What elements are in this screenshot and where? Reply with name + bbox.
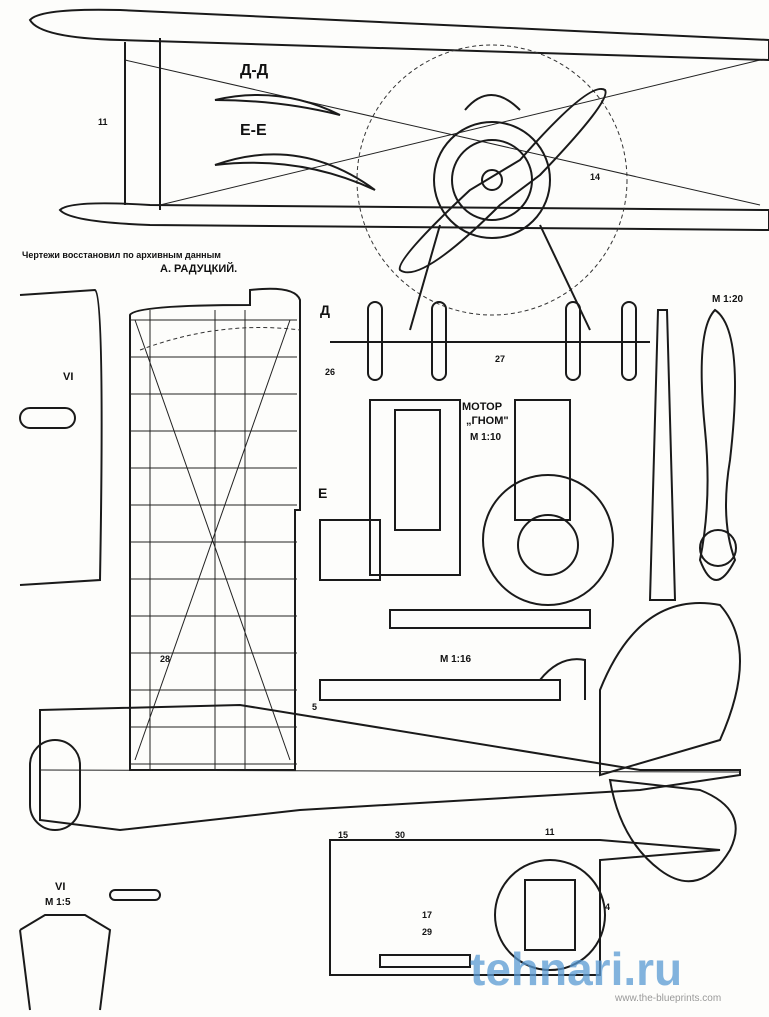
motor-scale-label: М 1:10 [470, 432, 502, 443]
section-d-marker: Д [320, 302, 330, 318]
part-26-label: 26 [325, 367, 335, 377]
part-28-label: 28 [160, 654, 170, 664]
vi-bottom-label: VI [55, 881, 65, 893]
propeller-views [648, 308, 737, 601]
caption-line-1: Чертежи восстановил по архивным данным [22, 250, 221, 260]
vi-top-label: VI [63, 371, 73, 383]
part-4-label: 4 [605, 902, 610, 912]
motor-label: МОТОР [462, 401, 502, 413]
part-15-label: 15 [338, 830, 348, 840]
part-17-label: 17 [422, 910, 432, 920]
motor-name-label: „ГНОМ" [466, 415, 509, 427]
vi-detail [19, 407, 76, 429]
part-27-label: 27 [495, 354, 505, 364]
front-view [28, 8, 769, 381]
part-5-label: 5 [312, 702, 317, 712]
section-e-marker: Е [318, 485, 327, 501]
part-30-label: 30 [395, 830, 405, 840]
section-dd-label: Д-Д [240, 62, 269, 79]
part-11-bottom-label: 11 [545, 827, 555, 837]
part-29-label: 29 [422, 927, 432, 937]
cockpit-detail [329, 839, 721, 976]
section-ee-label: Е-Е [240, 122, 267, 139]
site-credit: www.the-blueprints.com [614, 993, 721, 1004]
propeller-scale-label: М 1:20 [712, 294, 744, 305]
part-11-label: 11 [98, 117, 108, 127]
caption-author: А. РАДУЦКИЙ. [160, 262, 237, 275]
part-14-label: 14 [590, 172, 600, 182]
vi-scale-label: М 1:5 [45, 897, 71, 908]
machine-guns [319, 609, 591, 701]
vi-bracket-detail [19, 914, 112, 1011]
wing-tip-section [19, 288, 103, 586]
gun-scale-label: М 1:16 [440, 654, 472, 665]
fuselage-side-view [29, 602, 741, 901]
wing-plan-view [129, 287, 301, 771]
engine-views [319, 399, 614, 606]
watermark: tehnari.ru [470, 943, 682, 995]
